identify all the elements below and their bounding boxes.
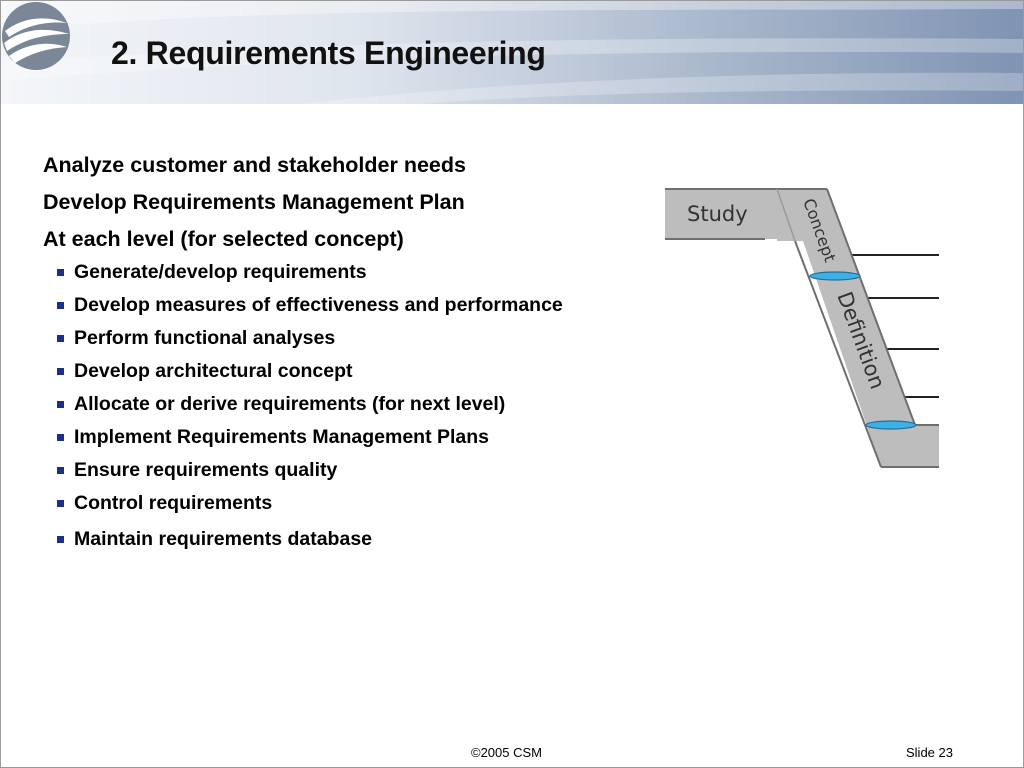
phase-marker — [809, 271, 861, 281]
sub-item: Generate/develop requirements — [43, 259, 603, 286]
sub-item-text: Ensure requirements quality — [74, 459, 338, 481]
study-label: Study — [687, 202, 748, 226]
vee-diagram: Study Concept Definition — [665, 188, 939, 468]
copyright: ©2005 CSM — [471, 745, 542, 760]
slide-title: 2. Requirements Engineering — [111, 35, 546, 71]
square-bullet-icon — [57, 269, 64, 276]
definition-band — [777, 189, 939, 467]
top-item: Analyze customer and stakeholder needs — [43, 153, 466, 177]
square-bullet-icon — [57, 434, 64, 441]
square-bullet-icon — [57, 302, 64, 309]
sub-item-text: Generate/develop requirements — [74, 261, 367, 283]
top-item: Develop Requirements Management Plan — [43, 190, 465, 214]
phase-marker — [865, 420, 917, 430]
sub-item-text: Maintain requirements database — [74, 528, 373, 550]
banner-background — [1, 1, 1023, 104]
square-bullet-icon — [57, 401, 64, 408]
wave-logo-icon — [2, 2, 70, 70]
study-band — [665, 189, 777, 239]
sub-item-text: Develop measures of effectiveness and pe… — [74, 294, 563, 316]
square-bullet-icon — [57, 335, 64, 342]
sub-item: Ensure requirements quality — [43, 457, 603, 484]
sub-item: Allocate or derive requirements (for nex… — [43, 391, 603, 418]
sub-item: Develop measures of effectiveness and pe… — [43, 292, 603, 319]
sub-item-text: Control requirements — [74, 492, 273, 514]
sub-item-text: Develop architectural concept — [74, 360, 353, 382]
square-bullet-icon — [57, 368, 64, 375]
sub-item: Implement Requirements Management Plans — [43, 424, 603, 451]
top-item: At each level (for selected concept) — [43, 227, 404, 251]
square-bullet-icon — [57, 467, 64, 474]
sub-item-text: Allocate or derive requirements (for nex… — [74, 393, 506, 415]
square-bullet-icon — [57, 536, 64, 543]
sub-item-text: Perform functional analyses — [74, 327, 336, 349]
square-bullet-icon — [57, 500, 64, 507]
title-banner: 2. Requirements Engineering — [1, 1, 1023, 104]
sub-item: Maintain requirements database — [43, 526, 603, 553]
sub-item: Develop architectural concept — [43, 358, 603, 385]
slide-number: Slide 23 — [906, 745, 953, 760]
sub-item-text: Implement Requirements Management Plans — [74, 426, 490, 448]
bullet-list: Analyze customer and stakeholder needs D… — [43, 148, 603, 559]
sub-item: Control requirements — [43, 490, 603, 517]
sub-item: Perform functional analyses — [43, 325, 603, 352]
